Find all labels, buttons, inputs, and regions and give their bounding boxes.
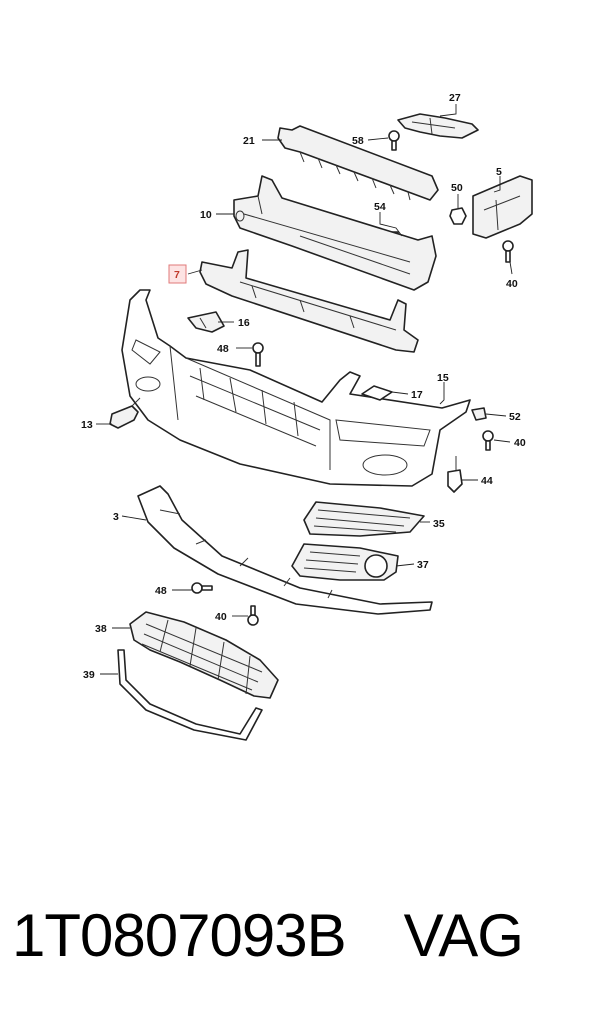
part-48-screw-mid (252, 342, 264, 367)
part-35-grille-insert (303, 501, 425, 537)
callout-37: 37 (417, 559, 429, 571)
callout-58: 58 (352, 135, 364, 147)
part-37-fog-cover (291, 543, 399, 581)
callout-labels: 27 21 58 5 50 10 54 40 7 16 48 17 15 13 … (81, 92, 526, 681)
callout-10: 10 (200, 209, 212, 221)
part-48-screw-low (191, 582, 213, 594)
part-38-lower-grille (129, 611, 279, 699)
part-7-absorber (199, 249, 419, 353)
callout-15: 15 (437, 372, 449, 384)
part-10-reinforcement (233, 175, 437, 291)
part-16-clip (187, 311, 225, 333)
part-13-marker (109, 397, 141, 429)
leader-lines (96, 104, 513, 675)
part-40-screw-low (247, 605, 259, 626)
callout-3: 3 (113, 511, 119, 523)
callout-16: 16 (238, 317, 250, 329)
part-52-clip (471, 407, 487, 421)
part-5-side-bracket (472, 175, 533, 239)
part-21-absorber (277, 125, 439, 201)
callout-40-mid: 40 (514, 437, 526, 449)
callout-40-top: 40 (506, 278, 518, 290)
callout-7-highlight (168, 264, 187, 284)
part-15-bumper-cover (121, 289, 471, 487)
part-40-screw-mid (482, 430, 494, 451)
callout-38: 38 (95, 623, 107, 635)
callout-21: 21 (243, 135, 255, 147)
part-44-clip (447, 469, 463, 493)
callout-40-low: 40 (215, 611, 227, 623)
callout-48-low: 48 (155, 585, 167, 597)
part-39-trim-strip (117, 649, 263, 741)
part-40-screw-top (502, 240, 514, 263)
part-58-screw (388, 130, 400, 151)
callout-35: 35 (433, 518, 445, 530)
callout-44: 44 (481, 475, 493, 487)
part-number: 1T0807093B (12, 902, 347, 969)
part-50-clip (449, 207, 467, 225)
callout-50: 50 (451, 182, 463, 194)
callout-7: 7 (174, 269, 180, 281)
callout-17: 17 (411, 389, 423, 401)
part-3-spoiler (137, 485, 433, 615)
callout-52: 52 (509, 411, 521, 423)
brand-name: VAG (403, 902, 524, 969)
callout-13: 13 (81, 419, 93, 431)
part-number-line: 1T0807093B VAG (12, 896, 592, 976)
callout-48-mid: 48 (217, 343, 229, 355)
callout-27: 27 (449, 92, 461, 104)
part-27-bracket (397, 113, 479, 139)
callout-39: 39 (83, 669, 95, 681)
callout-5: 5 (496, 166, 502, 178)
callout-54: 54 (374, 201, 386, 213)
